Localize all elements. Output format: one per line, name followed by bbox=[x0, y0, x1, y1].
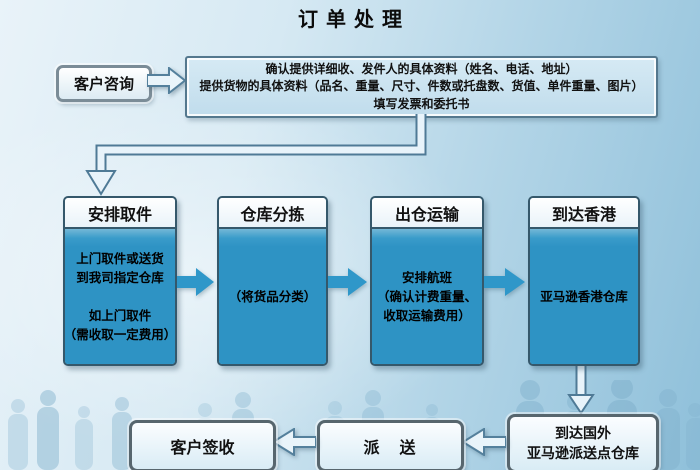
arrow-left-icon bbox=[461, 428, 506, 456]
arrow-right-icon bbox=[147, 67, 187, 94]
arrow-right-icon bbox=[177, 268, 214, 296]
step-body: 亚马逊香港仓库 bbox=[530, 229, 638, 364]
customer-signoff-box: 客户签收 bbox=[129, 420, 276, 470]
step-warehouse-sorting: 仓库分拣 （将货品分类） bbox=[217, 196, 328, 366]
customer-inquiry-box: 客户咨询 bbox=[56, 65, 152, 102]
page-title: 订单处理 bbox=[298, 7, 410, 31]
step-header: 出仓运输 bbox=[372, 198, 482, 229]
step-body: 上门取件或送货 到我司指定仓库 如上门取件 （需收取一定费用） bbox=[65, 229, 175, 364]
step-arrange-pickup: 安排取件 上门取件或送货 到我司指定仓库 如上门取件 （需收取一定费用） bbox=[63, 196, 177, 366]
arrow-left-icon bbox=[271, 428, 316, 456]
details-line-2: 提供货物的具体资料（品名、重量、尺寸、件数或托盘数、货值、单件重量、图片） bbox=[199, 79, 644, 94]
details-line-3: 填写发票和委托书 bbox=[373, 96, 470, 111]
arrow-right-icon bbox=[328, 268, 367, 296]
details-line-1: 确认提供详细收、发件人的具体资料（姓名、电话、地址） bbox=[265, 61, 578, 76]
delivery-box: 派 送 bbox=[317, 420, 464, 470]
step-header: 到达香港 bbox=[530, 198, 638, 229]
overseas-amazon-warehouse-box: 到达国外 亚马逊派送点仓库 bbox=[507, 414, 659, 470]
step-body: 安排航班 （确认计费重量、 收取运输费用） bbox=[372, 229, 482, 364]
order-details-box: 确认提供详细收、发件人的具体资料（姓名、电话、地址） 提供货物的具体资料（品名、… bbox=[185, 56, 658, 118]
step-header: 安排取件 bbox=[65, 198, 175, 229]
step-header: 仓库分拣 bbox=[219, 198, 326, 229]
step-outbound-transport: 出仓运输 安排航班 （确认计费重量、 收取运输费用） bbox=[370, 196, 484, 366]
arrow-right-icon bbox=[484, 268, 525, 296]
step-body: （将货品分类） bbox=[219, 229, 326, 364]
step-arrive-hongkong: 到达香港 亚马逊香港仓库 bbox=[528, 196, 640, 366]
connector-details-to-pickup bbox=[85, 114, 427, 196]
